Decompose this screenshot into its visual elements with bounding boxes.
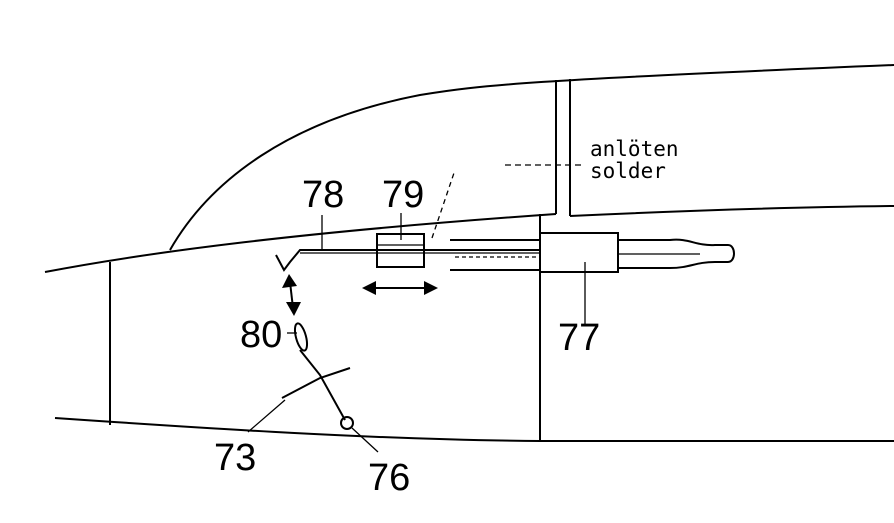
- note-anloeten: anlöten: [590, 137, 679, 161]
- label-77: 77: [558, 317, 600, 359]
- canopy-bottom-line: [569, 205, 894, 217]
- label-76: 76: [368, 457, 410, 499]
- canopy-outline: [169, 64, 894, 251]
- guide-block-77: [539, 232, 619, 273]
- label-80: 80: [240, 314, 282, 356]
- horizontal-double-arrow-icon: [362, 281, 438, 295]
- fuselage-bottom-line: [54, 417, 894, 442]
- latch-rod: [275, 249, 540, 272]
- leader-76: [351, 427, 379, 453]
- note-solder: solder: [590, 159, 666, 183]
- leader-solder: [431, 169, 456, 239]
- leader-73: [247, 399, 286, 433]
- cable-loop-assembly: [281, 322, 354, 430]
- label-73: 73: [214, 437, 256, 479]
- label-79: 79: [382, 174, 424, 216]
- label-78: 78: [302, 174, 344, 216]
- fuselage-top-line: [44, 213, 557, 273]
- vertical-double-arrow-icon: [282, 274, 301, 316]
- latch-handle: [618, 238, 735, 269]
